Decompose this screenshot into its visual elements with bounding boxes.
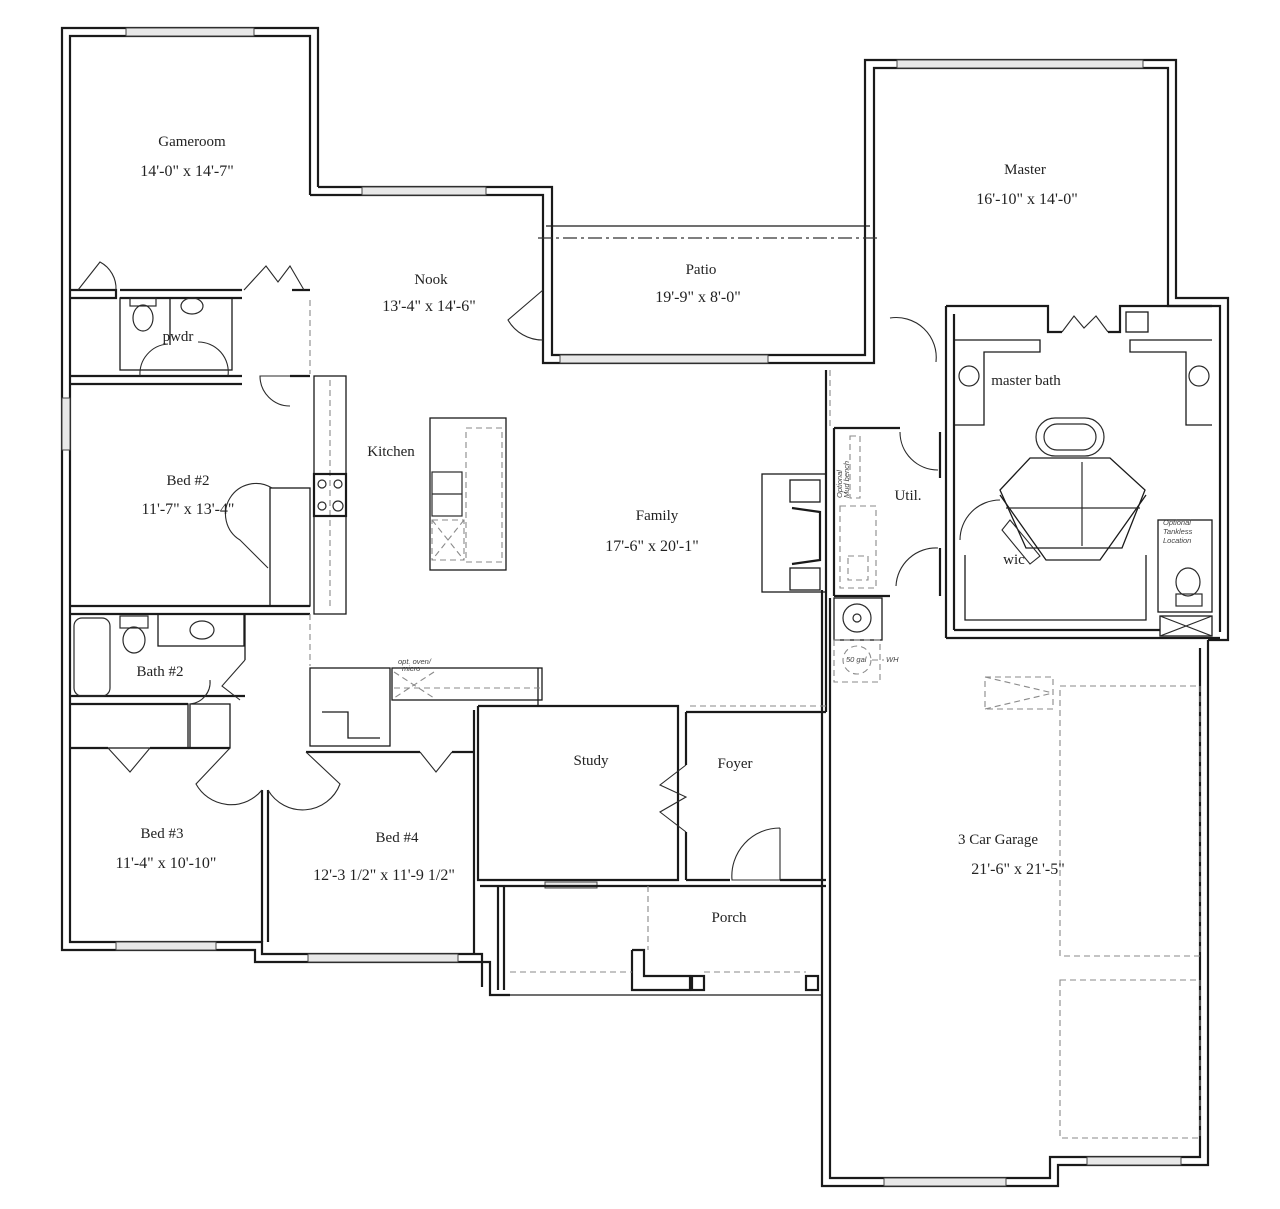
oven-micro-label-line1: opt. oven/ [398, 657, 432, 666]
room-family-name: Family [636, 508, 679, 524]
room-util-name: Util. [894, 488, 921, 504]
room-pwdr-name: pwdr [163, 329, 194, 345]
windows [61, 27, 1182, 1187]
room-bed4-name: Bed #4 [376, 830, 419, 846]
oven-micro-label-line2: micro [402, 664, 420, 673]
room-bed2-dims: 11'-7" x 13'-4" [142, 501, 235, 518]
room-kitchen-name: Kitchen [367, 444, 415, 460]
tankless-label-line1: Optional [1163, 518, 1191, 527]
room-wic-name: wic [1003, 552, 1025, 568]
room-nook-name: Nook [414, 272, 448, 288]
room-bath2-name: Bath #2 [136, 664, 183, 680]
doors [77, 261, 1109, 881]
room-patio-dims: 19'-9" x 8'-0" [655, 289, 740, 306]
mud-bench-label-line1: Optional [835, 470, 844, 498]
room-patio-name: Patio [686, 262, 717, 278]
room-garage-dims: 21'-6" x 21'-5" [971, 861, 1064, 878]
room-study-name: Study [573, 753, 609, 769]
room-garage-name: 3 Car Garage [958, 832, 1038, 848]
room-bed2-name: Bed #2 [167, 473, 210, 489]
room-family-dims: 17'-6" x 20'-1" [605, 538, 698, 555]
room-master-name: Master [1004, 162, 1046, 178]
room-nook-dims: 13'-4" x 14'-6" [382, 298, 475, 315]
mud-bench-label-line2: Mud bench [842, 461, 851, 498]
annotations: opt. oven/ micro Optional Mud bench Opti… [398, 461, 1193, 673]
room-master-bath-name: master bath [991, 373, 1061, 389]
room-gameroom-dims: 14'-0" x 14'-7" [140, 163, 233, 180]
tankless-label-line3: Location [1163, 536, 1191, 545]
room-bed3-name: Bed #3 [141, 826, 184, 842]
water-heater-capacity-label: 50 gal [846, 655, 867, 664]
room-master-dims: 16'-10" x 14'-0" [976, 191, 1077, 208]
fixtures [73, 225, 1210, 1139]
room-bed4-dims: 12'-3 1/2" x 11'-9 1/2" [313, 867, 455, 884]
room-bed3-dims: 11'-4" x 10'-10" [116, 855, 217, 872]
interior-walls [69, 288, 1220, 992]
water-heater-label: WH [886, 655, 899, 664]
tankless-label-line2: Tankless [1163, 527, 1193, 536]
room-porch-name: Porch [712, 910, 747, 926]
room-labels: Gameroom 14'-0" x 14'-7" pwdr Bed #2 11'… [116, 134, 1078, 926]
room-gameroom-name: Gameroom [158, 134, 226, 150]
room-foyer-name: Foyer [718, 756, 753, 772]
